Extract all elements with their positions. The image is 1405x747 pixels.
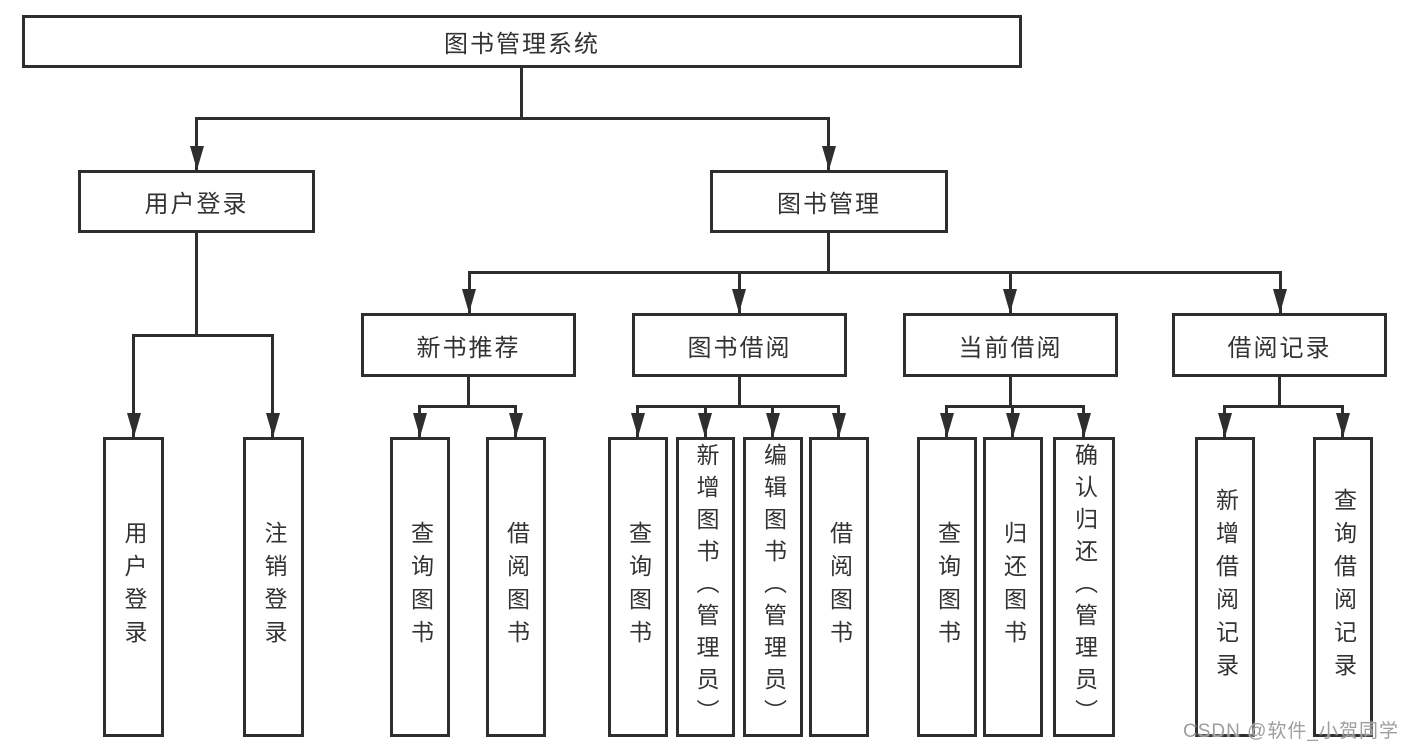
arrow-down-icon (766, 413, 780, 437)
leaf-query-borrow-record: 查询借阅记录 (1313, 437, 1373, 737)
node-current-borrow: 当前借阅 (903, 313, 1118, 377)
node-label: 借阅记录 (1227, 334, 1332, 362)
node-label: 图书管理 (777, 191, 881, 218)
connector-line (271, 334, 274, 437)
arrow-down-icon (1336, 413, 1350, 437)
arrow-down-icon (732, 289, 746, 313)
arrow-down-icon (1003, 289, 1017, 313)
arrow-down-icon (1273, 289, 1287, 313)
connector-line (132, 334, 274, 337)
node-label: 用户登录 (144, 191, 249, 218)
node-label: 新增图书（管理员） (693, 443, 719, 731)
connector-line (827, 117, 830, 170)
arrow-down-icon (631, 413, 645, 437)
arrow-down-icon (413, 413, 427, 437)
leaf-user-login: 用户登录 (103, 437, 164, 737)
node-label: 查询图书 (625, 521, 652, 653)
connector-line (467, 377, 470, 408)
connector-line (827, 233, 830, 274)
connector-line (945, 405, 1085, 408)
node-book-management: 图书管理 (710, 170, 948, 233)
node-label: 新增借阅记录 (1212, 488, 1239, 686)
leaf-query-book-2: 查询图书 (608, 437, 668, 737)
arrow-down-icon (832, 413, 846, 437)
leaf-add-borrow-record: 新增借阅记录 (1195, 437, 1255, 737)
leaf-logout: 注销登录 (243, 437, 304, 737)
node-label: 查询图书 (934, 521, 961, 653)
node-label: 图书借阅 (687, 334, 792, 362)
node-new-book-recommend: 新书推荐 (361, 313, 576, 377)
leaf-borrow-book-1: 借阅图书 (486, 437, 546, 737)
connector-line (195, 117, 830, 120)
connector-line (1009, 377, 1012, 408)
connector-line (738, 377, 741, 408)
node-label: 查询图书 (407, 521, 434, 653)
connector-line (1223, 405, 1344, 408)
node-label: 注销登录 (261, 521, 287, 653)
connector-line (195, 233, 198, 337)
node-label: 新书推荐 (416, 334, 521, 362)
arrow-down-icon (822, 146, 836, 170)
connector-line (636, 405, 840, 408)
leaf-edit-book-admin: 编辑图书（管理员） (743, 437, 803, 737)
leaf-return-book: 归还图书 (983, 437, 1043, 737)
leaf-query-book-1: 查询图书 (390, 437, 450, 737)
connector-line (1278, 377, 1281, 408)
node-label: 借阅图书 (503, 521, 530, 653)
connector-line (520, 68, 523, 120)
node-label: 确认归还（管理员） (1071, 443, 1098, 731)
node-borrow-records: 借阅记录 (1172, 313, 1387, 377)
node-label: 当前借阅 (958, 334, 1063, 362)
connector-line (418, 405, 517, 408)
arrow-down-icon (266, 413, 280, 437)
leaf-query-book-3: 查询图书 (917, 437, 977, 737)
node-label: 编辑图书（管理员） (760, 443, 787, 731)
connector-line (195, 117, 198, 170)
connector-line (468, 271, 1282, 274)
node-user-login: 用户登录 (78, 170, 315, 233)
arrow-down-icon (1218, 413, 1232, 437)
arrow-down-icon (190, 146, 204, 170)
arrow-down-icon (940, 413, 954, 437)
arrow-down-icon (1006, 413, 1020, 437)
leaf-confirm-return-admin: 确认归还（管理员） (1053, 437, 1115, 737)
node-label: 借阅图书 (826, 521, 853, 653)
csdn-watermark: CSDN @软件_小贺同学 (1183, 721, 1399, 742)
node-label: 用户登录 (121, 521, 147, 653)
arrow-down-icon (462, 289, 476, 313)
arrow-down-icon (698, 413, 712, 437)
arrow-down-icon (509, 413, 523, 437)
arrow-down-icon (127, 413, 141, 437)
node-label: 归还图书 (1000, 521, 1027, 653)
node-book-borrow: 图书借阅 (632, 313, 847, 377)
arrow-down-icon (1077, 413, 1091, 437)
leaf-add-book-admin: 新增图书（管理员） (676, 437, 735, 737)
node-root-system: 图书管理系统 (22, 15, 1022, 68)
leaf-borrow-book-2: 借阅图书 (809, 437, 869, 737)
node-label: 查询借阅记录 (1330, 488, 1357, 686)
node-label: 图书管理系统 (444, 31, 600, 58)
connector-line (132, 334, 135, 437)
